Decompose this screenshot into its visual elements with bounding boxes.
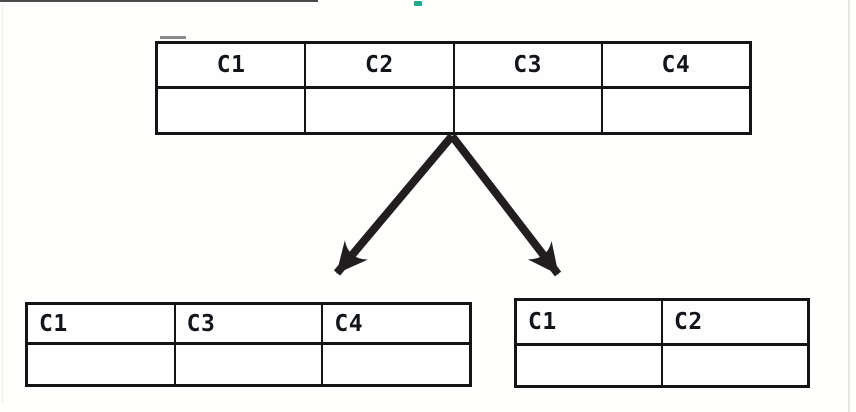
empty-cell [306,89,455,132]
right-fragment-empty-row [517,346,807,385]
right-fragment-table: C1 C2 [514,298,810,388]
arrow-to-left-fragment [333,133,456,276]
left-fragment-table: C1 C3 C4 [25,302,472,387]
source-table: C1 C2 C3 C4 [155,41,752,135]
source-col-header-4: C4 [661,52,691,78]
left-fragment-empty-row [28,345,469,384]
empty-cell [663,346,807,385]
top-edge-artifact-line [0,0,318,2]
empty-cell [603,89,749,132]
empty-cell [455,89,603,132]
left-fragment-header-row: C1 C3 C4 [28,305,469,345]
teal-dash-mark [414,1,422,6]
source-col-header-3: C3 [455,44,603,86]
left-fragment-col-header-3: C4 [334,310,364,337]
arrow-to-right-fragment [448,133,562,277]
empty-cell [158,89,307,132]
right-edge-line [848,0,850,412]
source-table-header-row: C1 C2 C3 C4 [158,44,749,89]
empty-cell [517,346,663,385]
corner-tick-artifact [160,36,186,39]
empty-cell [176,345,324,384]
empty-cell [28,345,176,384]
left-fragment-col-header-2: C3 [176,305,324,342]
source-col-header-2: C2 [306,44,455,86]
right-fragment-col-header-2: C2 [674,309,703,335]
source-col-header-1: C1 [158,44,307,86]
left-edge-line [2,4,3,404]
source-table-empty-row [158,89,749,132]
empty-cell [323,345,469,384]
left-fragment-col-header-1: C1 [28,305,176,342]
right-fragment-header-row: C1 C2 [517,301,807,346]
right-fragment-col-header-1: C1 [517,301,663,343]
